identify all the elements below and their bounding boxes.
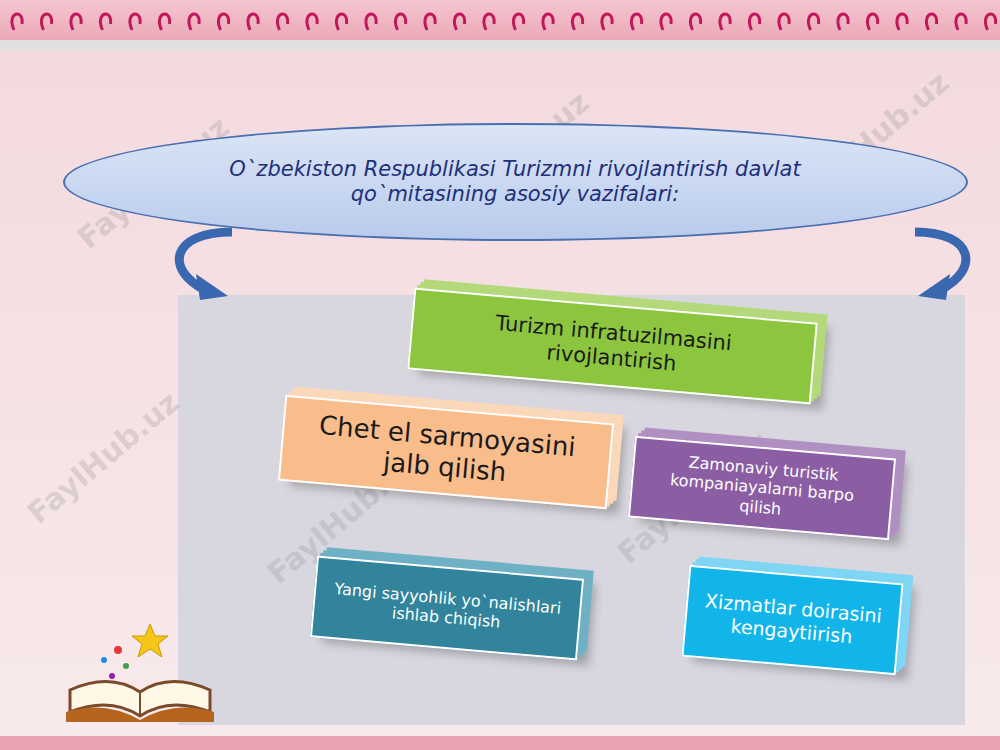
spiral-ring: [543, 14, 553, 30]
spiral-ring: [218, 14, 228, 30]
spiral-ring: [513, 14, 523, 30]
spiral-ring: [454, 14, 464, 30]
spiral-ring: [749, 14, 759, 30]
task-box: Xizmatlar doirasini kengaytiirish: [681, 565, 903, 675]
top-band-edge: [0, 40, 1000, 50]
spiral-ring: [248, 14, 258, 30]
spiral-ring: [631, 14, 641, 30]
task-box: Turizm infratuzilmasini rivojlantirish: [407, 288, 818, 405]
spiral-ring: [100, 14, 110, 30]
box-text: Xizmatlar doirasini kengaytiirish: [699, 589, 885, 650]
top-band: [0, 0, 1000, 50]
spiral-ring: [425, 14, 435, 30]
spiral-ring: [12, 14, 22, 30]
title-text: O`zbekiston Respublikasi Turizmni rivojl…: [155, 157, 876, 207]
spiral-binding: [12, 14, 996, 30]
box-text: Chet el sarmoyasini jalb qilish: [295, 408, 597, 496]
arrow-head: [918, 274, 950, 300]
spiral-ring: [307, 14, 317, 30]
spiral-ring: [661, 14, 671, 30]
book-icon: [66, 624, 214, 722]
task-box: Chet el sarmoyasini jalb qilish: [278, 395, 614, 509]
spiral-ring: [956, 14, 966, 30]
arrow-head: [196, 274, 228, 300]
box-text: Zamonaviy turistik kompaniayalarni barpo…: [645, 449, 879, 526]
spiral-ring: [572, 14, 582, 30]
spiral-ring: [189, 14, 199, 30]
spiral-ring: [602, 14, 612, 30]
spiral-ring: [159, 14, 169, 30]
spiral-ring: [897, 14, 907, 30]
box-text: Yangi sayyohlik yo`nalishlari ishlab chi…: [328, 579, 566, 638]
spiral-ring: [484, 14, 494, 30]
spiral-ring: [336, 14, 346, 30]
spiral-ring: [985, 14, 995, 30]
spiral-ring: [71, 14, 81, 30]
title-ellipse: O`zbekiston Respublikasi Turizmni rivojl…: [63, 123, 968, 241]
spiral-ring: [690, 14, 700, 30]
spiral-ring: [720, 14, 730, 30]
spiral-ring: [41, 14, 51, 30]
spiral-ring: [130, 14, 140, 30]
spiral-ring: [277, 14, 287, 30]
spiral-ring: [779, 14, 789, 30]
spiral-ring: [838, 14, 848, 30]
spiral-ring: [867, 14, 877, 30]
content-panel: [178, 295, 965, 725]
task-box: Yangi sayyohlik yo`nalishlari ishlab chi…: [310, 555, 584, 660]
box-text: Turizm infratuzilmasini rivojlantirish: [424, 305, 800, 388]
spiral-ring: [808, 14, 818, 30]
spiral-ring: [366, 14, 376, 30]
bottom-band: [0, 736, 1000, 750]
watermark: FaylHub.uz: [21, 384, 186, 530]
spiral-ring: [395, 14, 405, 30]
spiral-ring: [926, 14, 936, 30]
